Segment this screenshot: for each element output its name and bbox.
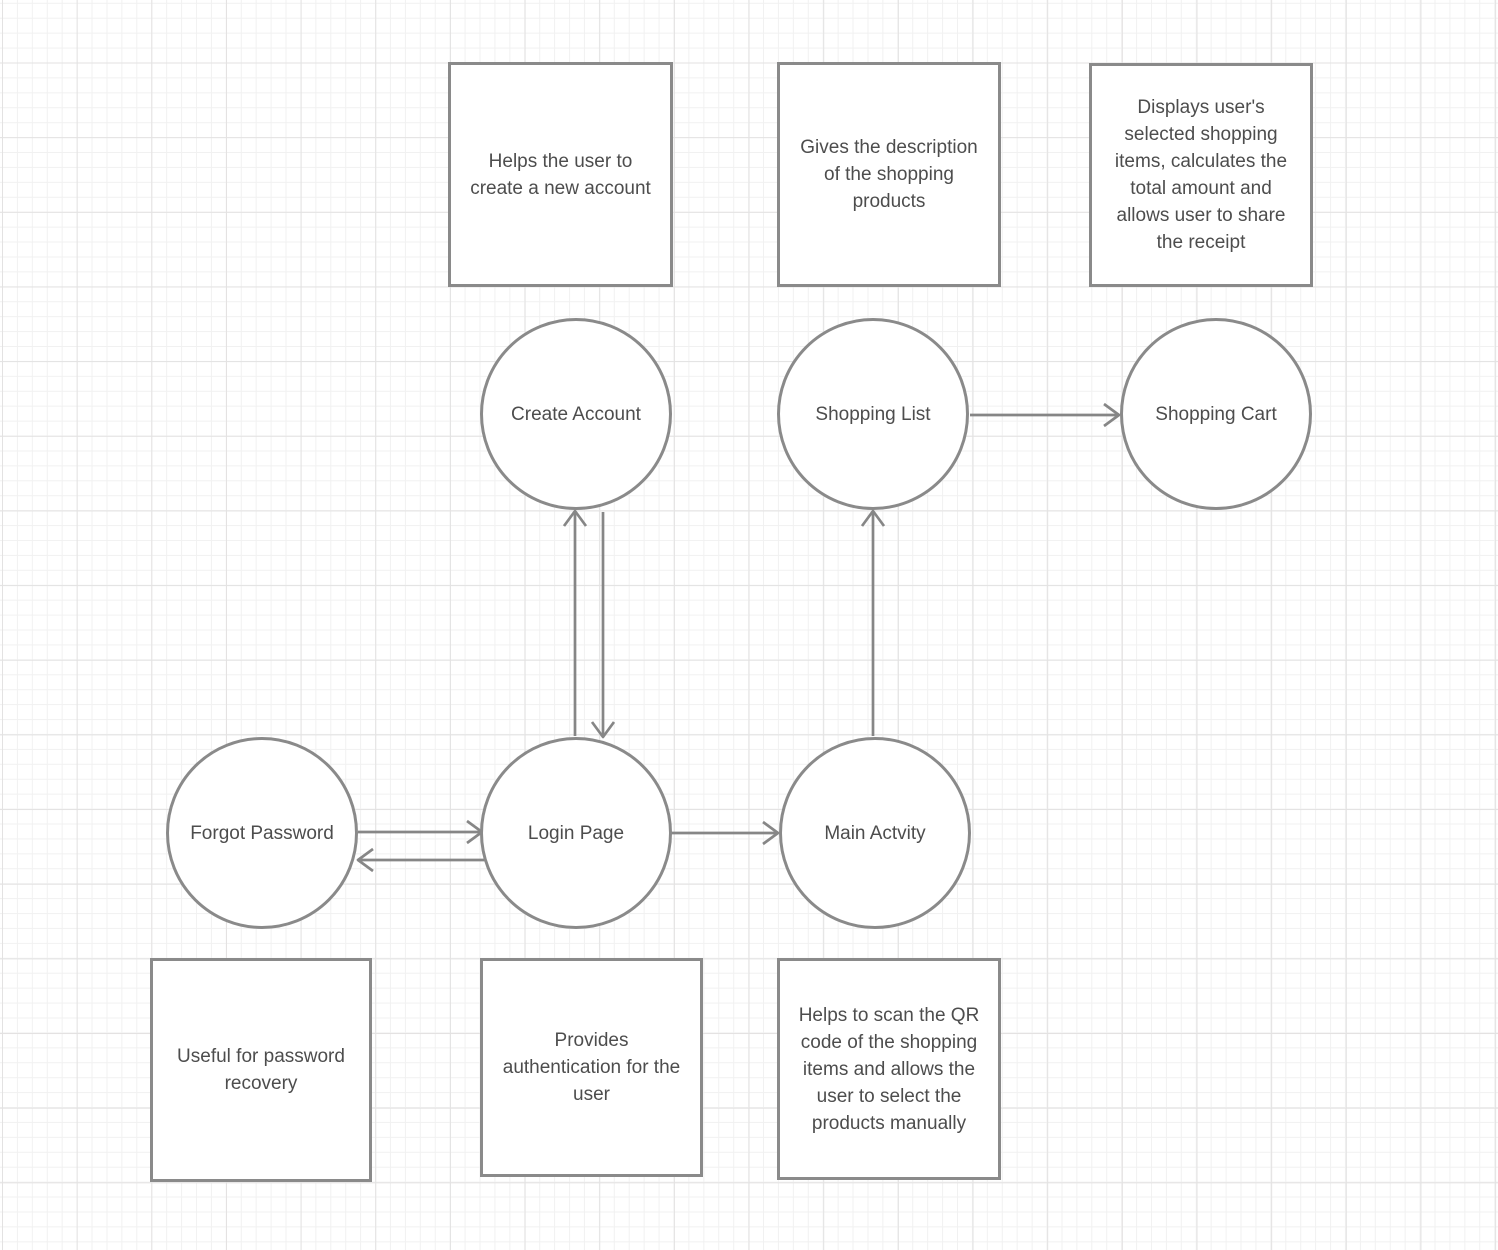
note-shopping-cart-text: Displays user's selected shopping items,… [1114,97,1288,253]
state-forgot-password-label: Forgot Password [190,822,334,844]
edge-login-page-to-forgot-password[interactable] [356,847,486,873]
state-main-activity[interactable]: Main Actvity [779,737,971,929]
state-main-activity-label: Main Actvity [824,822,926,844]
note-create-account[interactable]: Helps the user to create a new account [448,62,673,287]
edge-shopping-list-to-shopping-cart[interactable] [970,402,1121,428]
state-create-account[interactable]: Create Account [480,318,672,510]
edge-create-account-to-login-page[interactable] [590,512,616,739]
note-shopping-list-text: Gives the description of the shopping pr… [800,137,978,212]
note-forgot-password-text: Useful for password recovery [177,1046,345,1094]
note-forgot-password[interactable]: Useful for password recovery [150,958,372,1182]
note-create-account-text: Helps the user to create a new account [470,150,651,199]
state-shopping-list[interactable]: Shopping List [777,318,969,510]
note-shopping-list[interactable]: Gives the description of the shopping pr… [777,62,1001,287]
note-login-page[interactable]: Provides authentication for the user [480,958,703,1177]
state-shopping-cart-label: Shopping Cart [1155,403,1277,425]
state-shopping-cart[interactable]: Shopping Cart [1120,318,1312,510]
state-create-account-label: Create Account [511,403,641,425]
state-shopping-list-label: Shopping List [815,403,931,425]
edge-main-activity-to-shopping-list[interactable] [860,509,886,736]
note-login-page-text: Provides authentication for the user [502,1030,681,1105]
state-login-page[interactable]: Login Page [480,737,672,929]
edge-login-page-to-create-account[interactable] [562,509,588,736]
note-main-activity[interactable]: Helps to scan the QR code of the shoppin… [777,958,1001,1180]
state-forgot-password[interactable]: Forgot Password [166,737,358,929]
note-main-activity-text: Helps to scan the QR code of the shoppin… [798,1004,980,1134]
edge-login-page-to-main-activity[interactable] [671,820,780,846]
state-login-page-label: Login Page [527,822,625,844]
note-shopping-cart[interactable]: Displays user's selected shopping items,… [1089,63,1313,287]
edge-forgot-password-to-login-page[interactable] [358,819,484,845]
